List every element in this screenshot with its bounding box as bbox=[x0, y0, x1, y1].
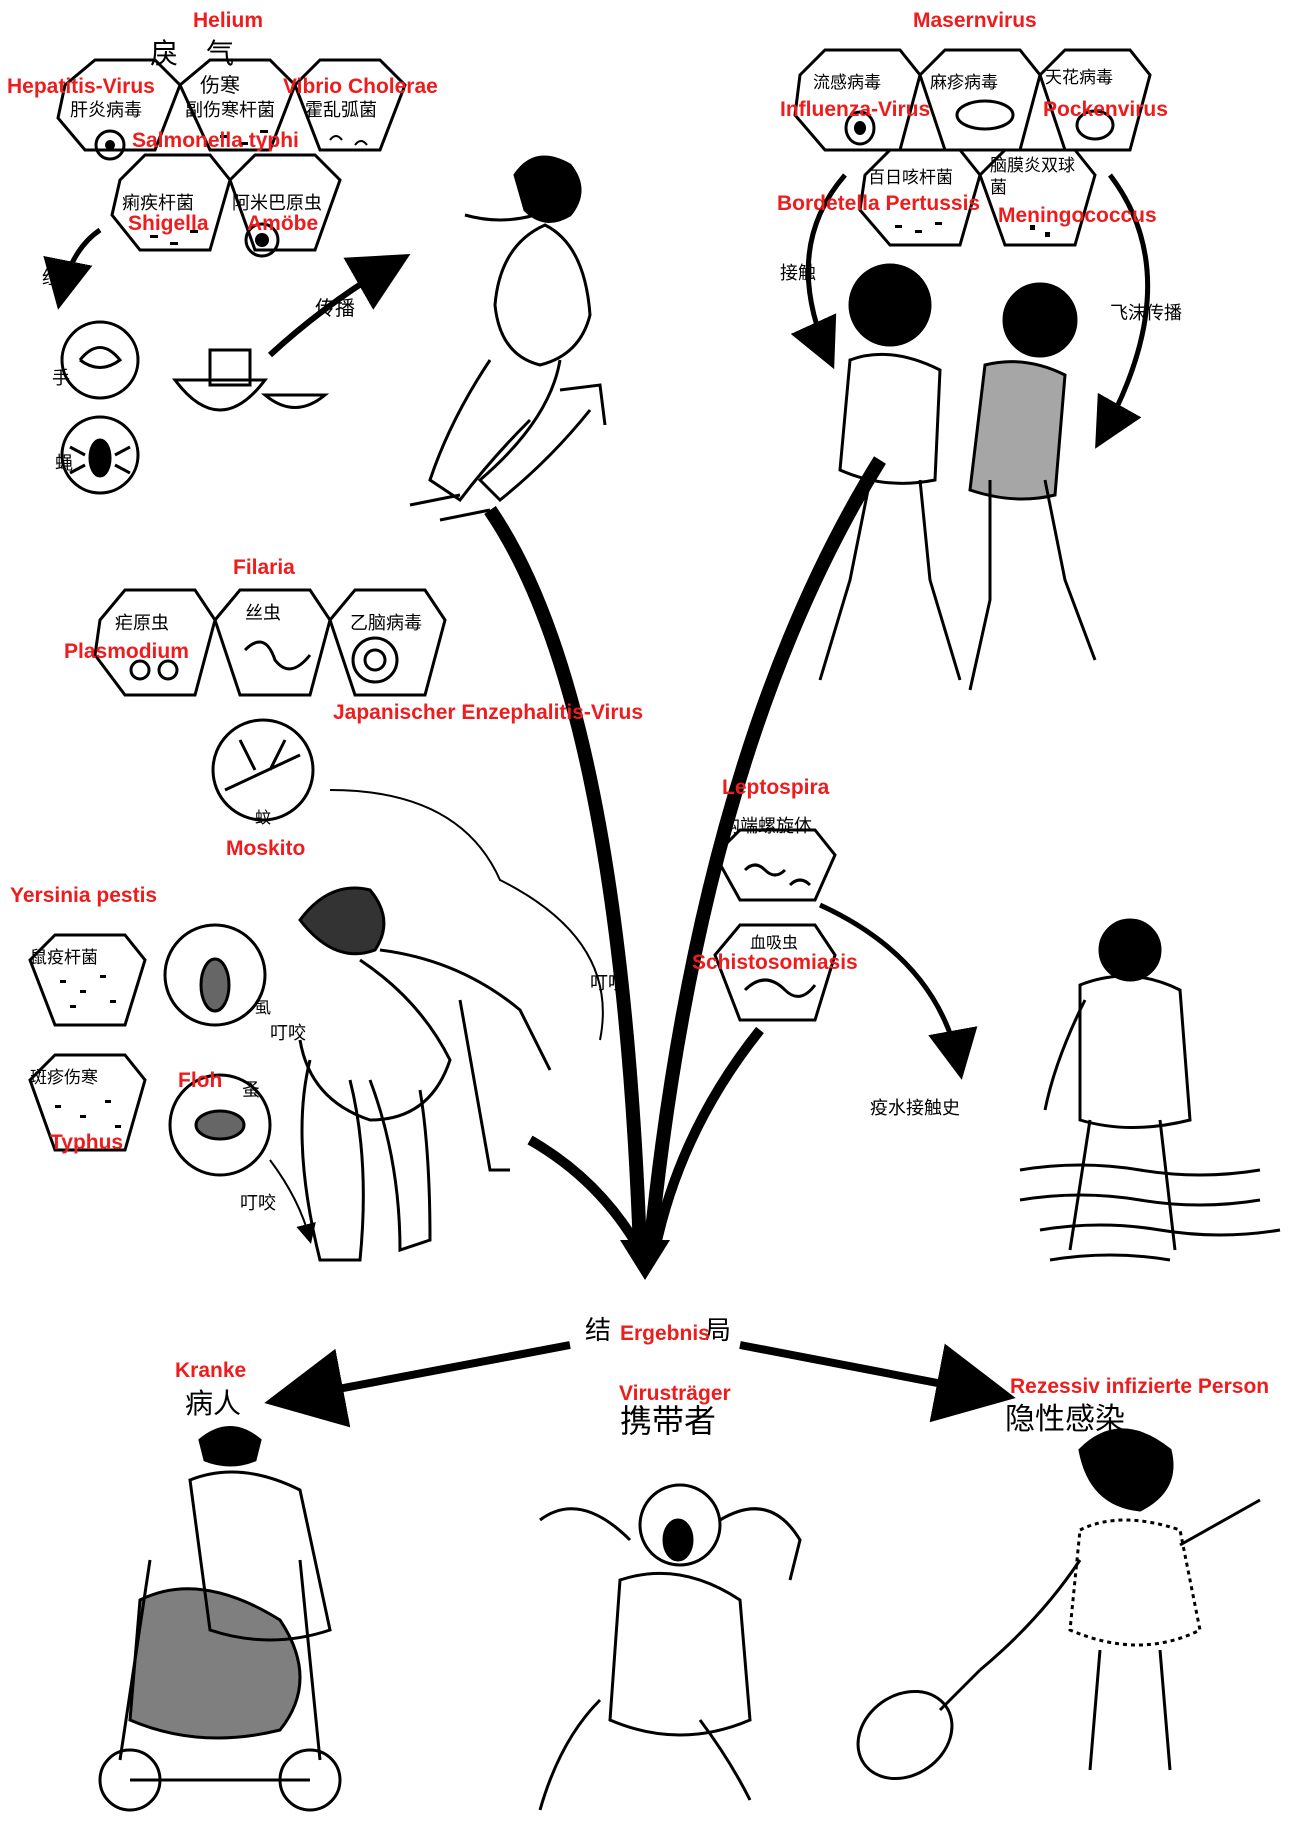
zh-yishui: 疫水接触史 bbox=[870, 1098, 960, 1119]
label-ergebnis: Ergebnis bbox=[620, 1322, 710, 1345]
zh-ju: 局 bbox=[705, 1316, 732, 1346]
carrier-man-figure bbox=[538, 1483, 802, 1811]
label-filaria: Filaria bbox=[233, 556, 295, 579]
louse-flea-circles bbox=[163, 923, 272, 1177]
zh-shuyi: 鼠疫杆菌 bbox=[30, 948, 98, 968]
sick-woman-figure bbox=[298, 886, 552, 1262]
label-rezessiv: Rezessiv infizierte Person bbox=[1010, 1375, 1270, 1398]
arrow-contact bbox=[790, 173, 847, 370]
zh-liji: 痢疾杆菌 bbox=[122, 193, 194, 214]
zh-nue: 疟原虫 bbox=[115, 613, 169, 634]
label-plasmodium: Plasmodium bbox=[64, 640, 189, 663]
label-amoebe: Amöbe bbox=[247, 212, 319, 235]
label-moskito: Moskito bbox=[226, 837, 306, 860]
hex-cluster-rodent bbox=[28, 933, 147, 1152]
zh-si: 丝虫 bbox=[245, 603, 281, 624]
label-floh: Floh bbox=[178, 1069, 223, 1092]
zh-huoluan: 霍乱弧菌 bbox=[305, 100, 377, 121]
zh-bairike: 百日咳杆菌 bbox=[868, 168, 953, 188]
zh-mazhen: 麻疹病毒 bbox=[930, 73, 998, 93]
mosquito-flight-path bbox=[329, 789, 604, 1041]
zh-shi: 虱 bbox=[255, 998, 272, 1017]
label-schistosomiasis: Schistosomiasis bbox=[692, 951, 858, 974]
zh-ying: 蝇 bbox=[55, 453, 73, 474]
zh-yinao: 乙脑病毒 bbox=[350, 613, 422, 634]
label-typhus: Typhus bbox=[50, 1131, 124, 1154]
microbe-dots-rodent bbox=[55, 975, 121, 1128]
label-vibrio: Vibrio Cholerae bbox=[283, 75, 438, 98]
outcome-arrows bbox=[264, 1341, 1016, 1428]
tennis-woman-figure bbox=[856, 1428, 1261, 1781]
label-influenza: Influenza-Virus bbox=[780, 98, 931, 121]
two-boys-figure bbox=[818, 263, 1097, 691]
label-helium: Helium bbox=[193, 9, 264, 32]
zh-zao: 蚤 bbox=[242, 1080, 260, 1101]
zh-chuanbo: 传播 bbox=[315, 296, 355, 320]
zh-shanghan: 伤寒 bbox=[200, 73, 240, 97]
patient-wheelchair-figure bbox=[98, 1426, 342, 1812]
label-bordetella: Bordetella Pertussis bbox=[777, 192, 981, 215]
converging-arrows bbox=[484, 456, 886, 1280]
zh-dingyao-1: 叮咬 bbox=[590, 973, 626, 994]
flea-bite-arrow bbox=[269, 1159, 316, 1244]
label-jap-enzephalitis: Japanischer Enzephalitis-Virus bbox=[333, 701, 644, 724]
food-bowls bbox=[171, 348, 330, 412]
hex-cluster-vector bbox=[93, 588, 447, 697]
microbe-dots-digestive bbox=[94, 129, 368, 258]
arrow-water-contact bbox=[818, 902, 978, 1080]
zh-banzhen: 斑疹伤寒 bbox=[30, 1068, 98, 1088]
zh-dingyao-2: 叮咬 bbox=[270, 1023, 306, 1044]
zh-naomo: 脑膜炎双球菌 bbox=[990, 156, 1075, 199]
zh-bingren: 病人 bbox=[185, 1387, 242, 1420]
zh-shou: 手 bbox=[52, 368, 70, 389]
hex-cluster-water bbox=[713, 828, 837, 1022]
label-leptospira: Leptospira bbox=[722, 776, 830, 799]
label-pocken: Pockenvirus bbox=[1043, 98, 1168, 121]
label-yersinia: Yersinia pestis bbox=[10, 884, 158, 907]
microbe-dots-vector bbox=[129, 636, 399, 684]
zh-liugan: 流感病毒 bbox=[813, 73, 881, 93]
label-salmonella: Salmonella typhi bbox=[132, 129, 299, 152]
zh-liqi: 戾 气 bbox=[150, 37, 235, 70]
label-shigella: Shigella bbox=[128, 212, 209, 235]
label-masern: Masernvirus bbox=[913, 9, 1037, 32]
hex-cluster-digestive bbox=[56, 58, 407, 252]
hand-fly-circles bbox=[60, 320, 140, 495]
mosquito-circle bbox=[211, 718, 315, 822]
zh-xuexi: 血吸虫 bbox=[750, 933, 799, 952]
arrow-droplet bbox=[1095, 173, 1151, 449]
zh-wen: 蚊 bbox=[255, 808, 272, 827]
microbe-dots-water bbox=[743, 863, 817, 998]
arrow-to-hand bbox=[43, 227, 102, 310]
hex-cluster-respiratory bbox=[793, 48, 1152, 247]
zh-tianhua: 天花病毒 bbox=[1045, 68, 1113, 88]
label-meningococcus: Meningococcus bbox=[998, 204, 1157, 227]
zh-jie: 结 bbox=[585, 1316, 612, 1346]
microbe-dots-respiratory bbox=[844, 99, 1115, 237]
zh-yinxing: 隐性感染 bbox=[1005, 1402, 1125, 1437]
label-hepatitis: Hepatitis-Virus bbox=[7, 75, 155, 98]
zh-gouduan: 钩端螺旋体 bbox=[722, 816, 812, 837]
arrow-transmission-food bbox=[267, 254, 411, 358]
zh-ganyan: 肝炎病毒 bbox=[70, 100, 142, 121]
wading-man-figure bbox=[1019, 918, 1281, 1262]
label-virustraeger: Virusträger bbox=[619, 1382, 731, 1405]
zh-fushanghan: 副伤寒杆菌 bbox=[185, 100, 275, 121]
zh-feimo: 飞沫传播 bbox=[1110, 303, 1182, 324]
zh-amiba: 阿米巴原虫 bbox=[232, 193, 322, 214]
zh-xiedai: 携带者 bbox=[620, 1402, 717, 1440]
zh-jiechu: 接触 bbox=[780, 263, 816, 284]
woman-drinking-figure bbox=[409, 155, 607, 522]
zh-dingyao-3: 叮咬 bbox=[240, 1193, 276, 1214]
zh-jing: 经 bbox=[42, 268, 60, 289]
label-kranke: Kranke bbox=[175, 1359, 247, 1382]
